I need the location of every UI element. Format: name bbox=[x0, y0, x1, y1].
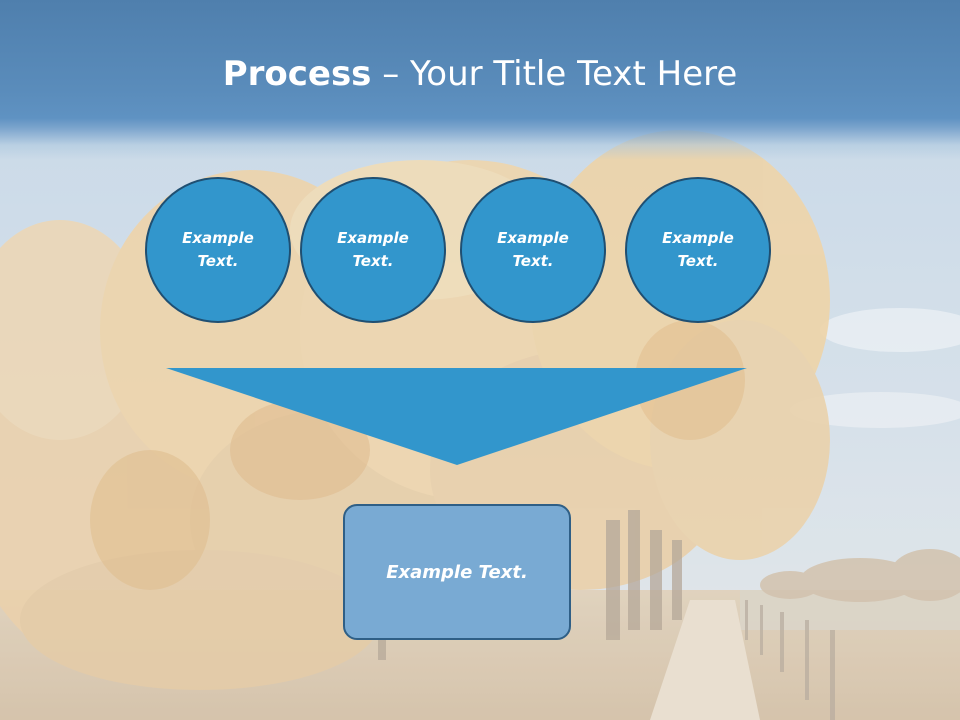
title-bold-part: Process bbox=[222, 54, 372, 94]
funnel-arrow bbox=[166, 368, 748, 470]
funnel-shape bbox=[166, 368, 747, 465]
slide-title: Process – Your Title Text Here bbox=[0, 52, 960, 96]
title-band bbox=[0, 0, 960, 160]
title-rest-part: – Your Title Text Here bbox=[371, 54, 738, 94]
result-box-label: Example Text. bbox=[386, 561, 528, 583]
result-box: Example Text. bbox=[343, 504, 571, 640]
